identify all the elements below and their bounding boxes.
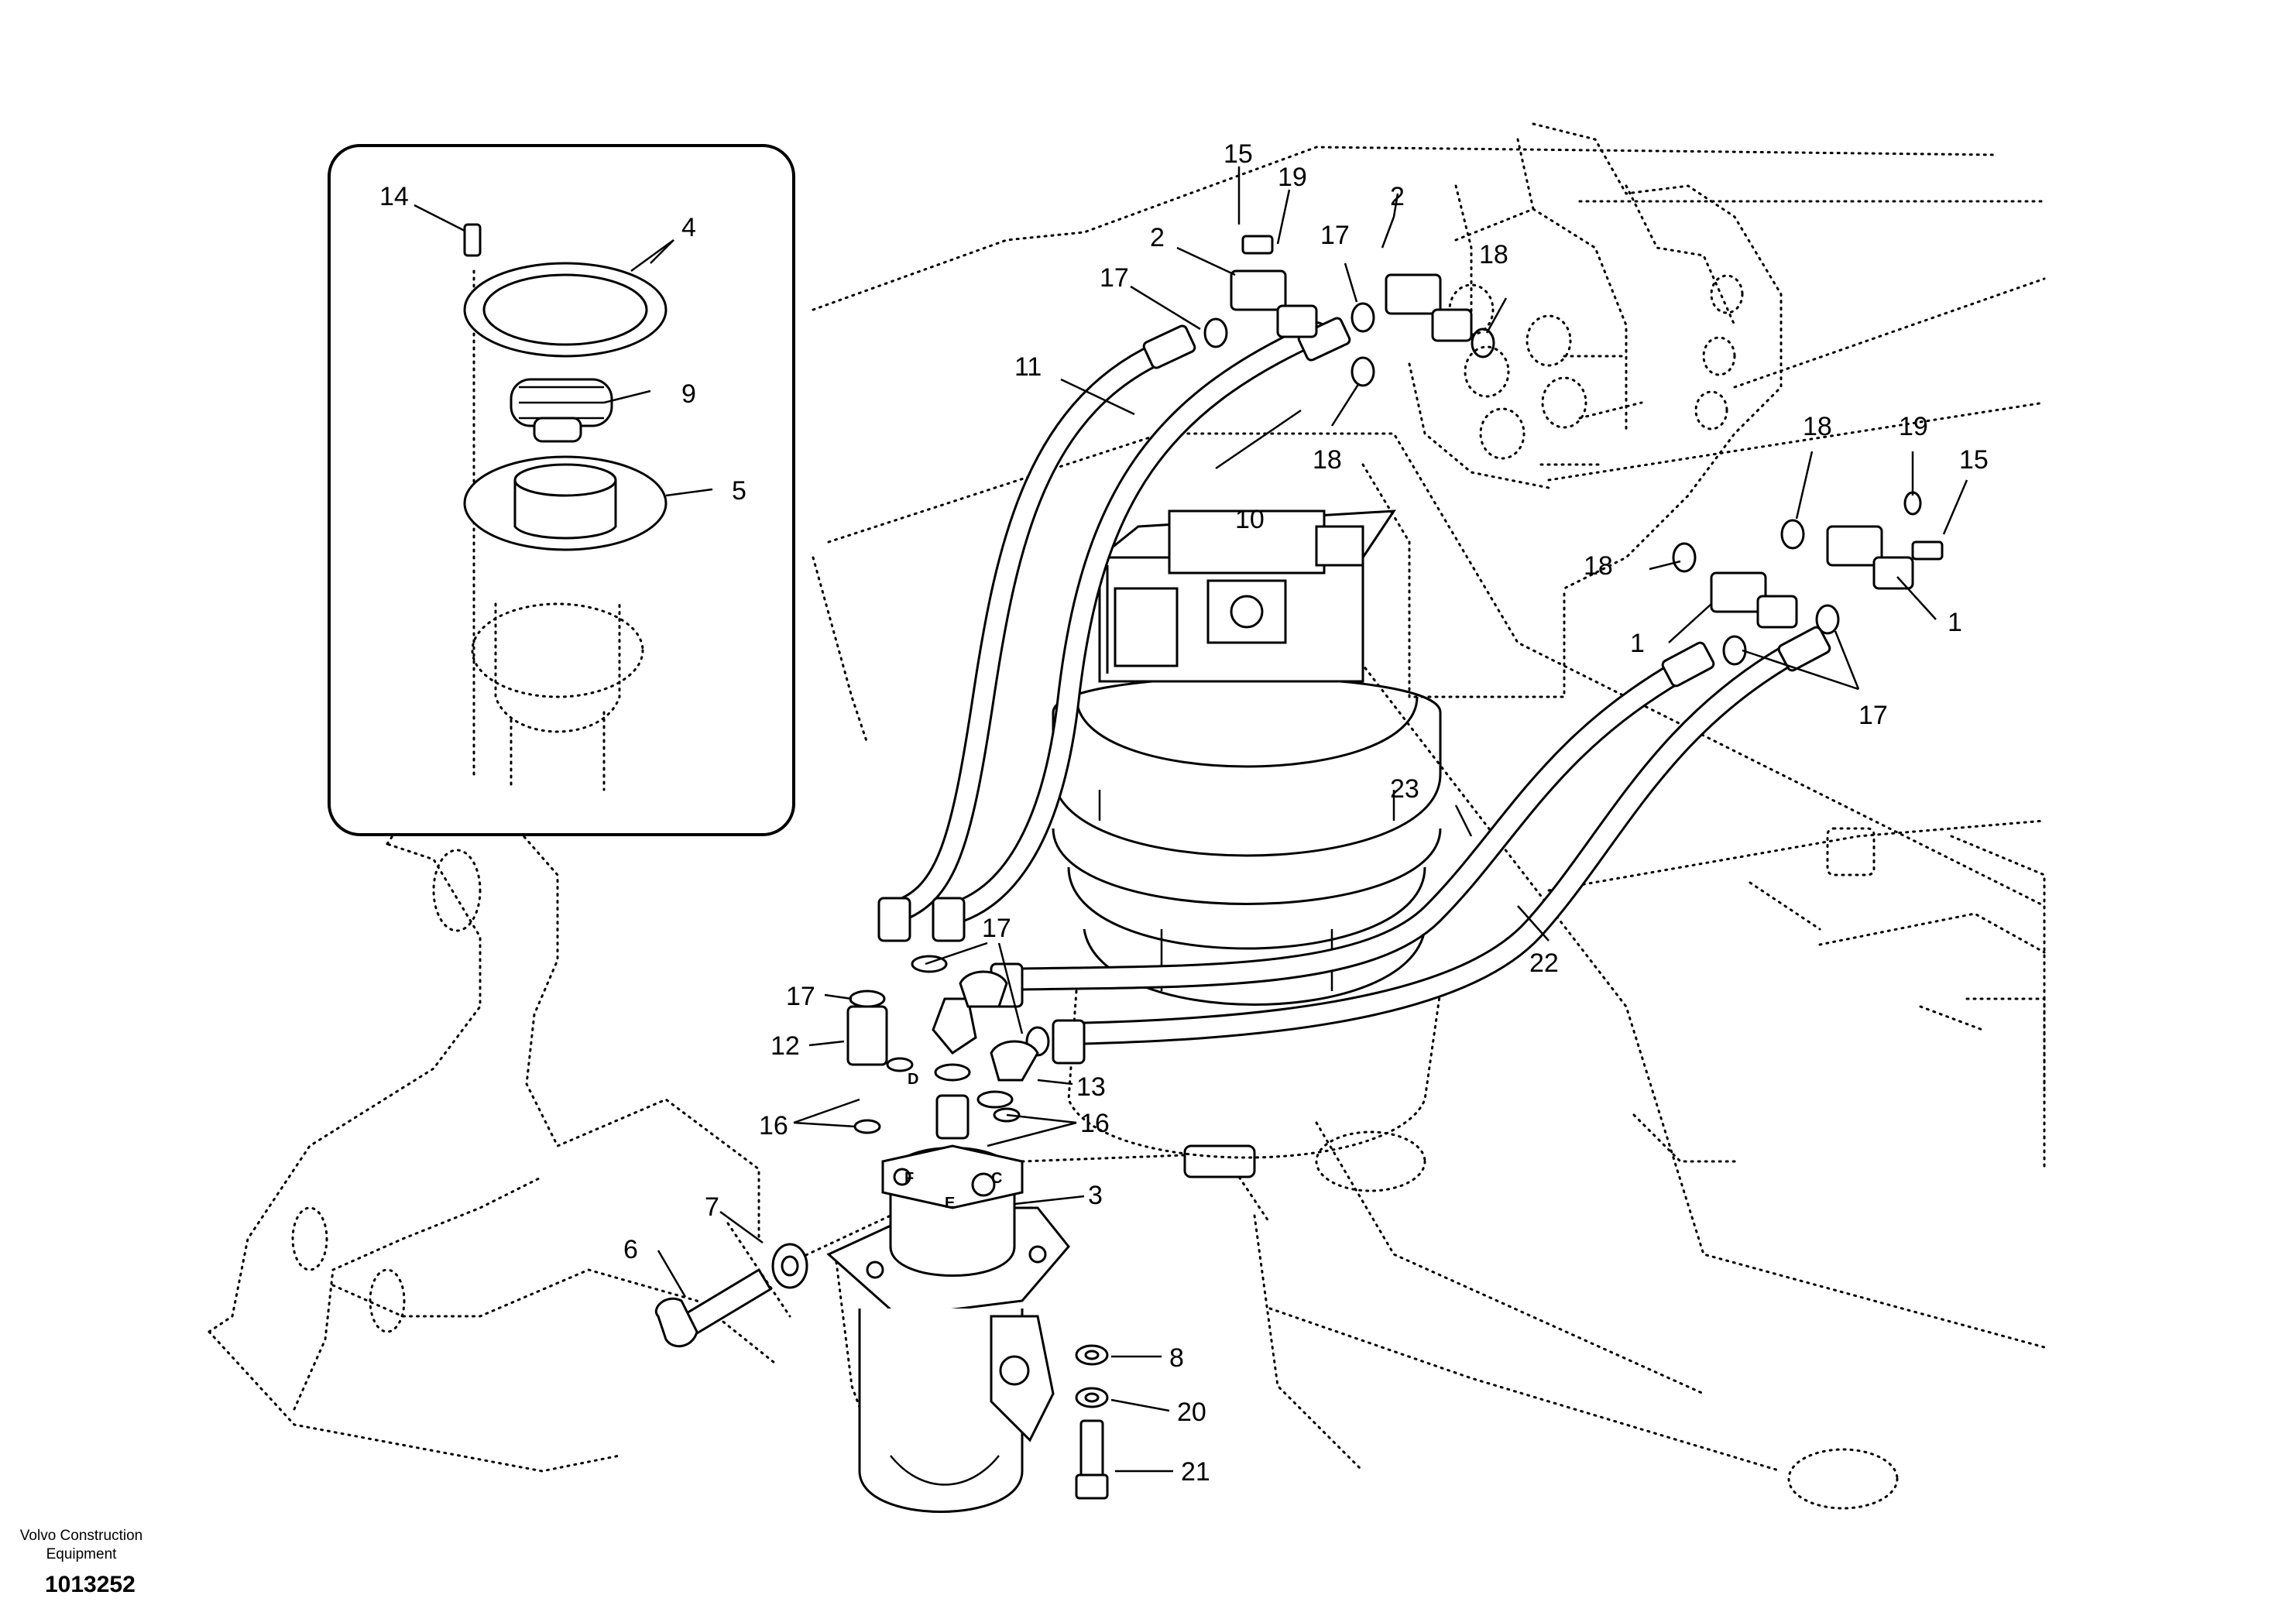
callout-15-right: 15: [1959, 445, 1989, 475]
callout-14: 14: [379, 182, 409, 211]
callout-21: 21: [1181, 1457, 1210, 1487]
machine-frame-outline: [208, 146, 2046, 1510]
callout-18-mid: 18: [1313, 445, 1342, 475]
manufacturer-credit: Volvo Construction Equipment: [19, 1528, 143, 1562]
callout-17-top-left: 17: [1100, 263, 1129, 293]
callout-5: 5: [732, 476, 746, 506]
callout-6: 6: [623, 1235, 638, 1264]
callout-17-center: 17: [982, 914, 1011, 943]
callout-22: 22: [1529, 948, 1559, 978]
callout-18-right: 18: [1803, 412, 1832, 441]
hose-11: [879, 337, 1181, 925]
callout-9: 9: [681, 379, 696, 409]
callout-19-right: 19: [1899, 412, 1928, 441]
swing-motor: [1052, 509, 1442, 1178]
split-flanges: [1230, 235, 1944, 629]
callout-11: 11: [1014, 352, 1042, 382]
callout-13: 13: [1076, 1072, 1106, 1102]
callout-2-right: 2: [1390, 182, 1405, 211]
callout-2-left: 2: [1150, 223, 1165, 252]
callout-12: 12: [770, 1031, 800, 1061]
callout-4: 4: [681, 213, 696, 242]
control-valve: [1361, 122, 1783, 698]
hose-23: [995, 654, 1700, 991]
callout-7: 7: [705, 1192, 719, 1222]
callout-16-right: 16: [1080, 1109, 1110, 1138]
inset-detail: [328, 144, 795, 836]
callout-19-top: 19: [1278, 163, 1307, 192]
leader-lines: [414, 166, 1968, 1473]
callout-15-top: 15: [1224, 139, 1253, 169]
illustration-number: 1013252: [45, 1572, 136, 1597]
port-f-label: F: [904, 1170, 914, 1187]
callout-1-right: 1: [1948, 608, 1962, 637]
callout-17-left: 17: [786, 982, 815, 1011]
bolt-6: [654, 1214, 892, 1348]
bolt-21: [1075, 1419, 1109, 1500]
callout-3: 3: [1088, 1181, 1103, 1210]
callout-10: 10: [1235, 505, 1265, 534]
callout-17-right: 17: [1858, 701, 1888, 730]
port-e-label: E: [945, 1195, 955, 1212]
spacer-7: [771, 1243, 808, 1289]
connectors: [846, 970, 1039, 1140]
callout-18-top: 18: [1479, 240, 1508, 269]
callout-17-top-right: 17: [1320, 221, 1350, 250]
washers-8-20: [1075, 1344, 1109, 1408]
hose-10: [941, 321, 1328, 925]
callout-20: 20: [1177, 1398, 1206, 1427]
callout-16-left: 16: [759, 1111, 788, 1141]
hose-22: [1057, 639, 1808, 1045]
o-rings: [849, 302, 1922, 1134]
center-joint: [826, 1144, 1070, 1513]
callout-8: 8: [1169, 1343, 1184, 1373]
port-d-label: D: [908, 1071, 918, 1088]
callout-1-left: 1: [1630, 629, 1645, 658]
callout-23: 23: [1390, 774, 1419, 804]
callout-18-lower: 18: [1584, 551, 1613, 581]
port-c-label: C: [991, 1170, 1002, 1187]
